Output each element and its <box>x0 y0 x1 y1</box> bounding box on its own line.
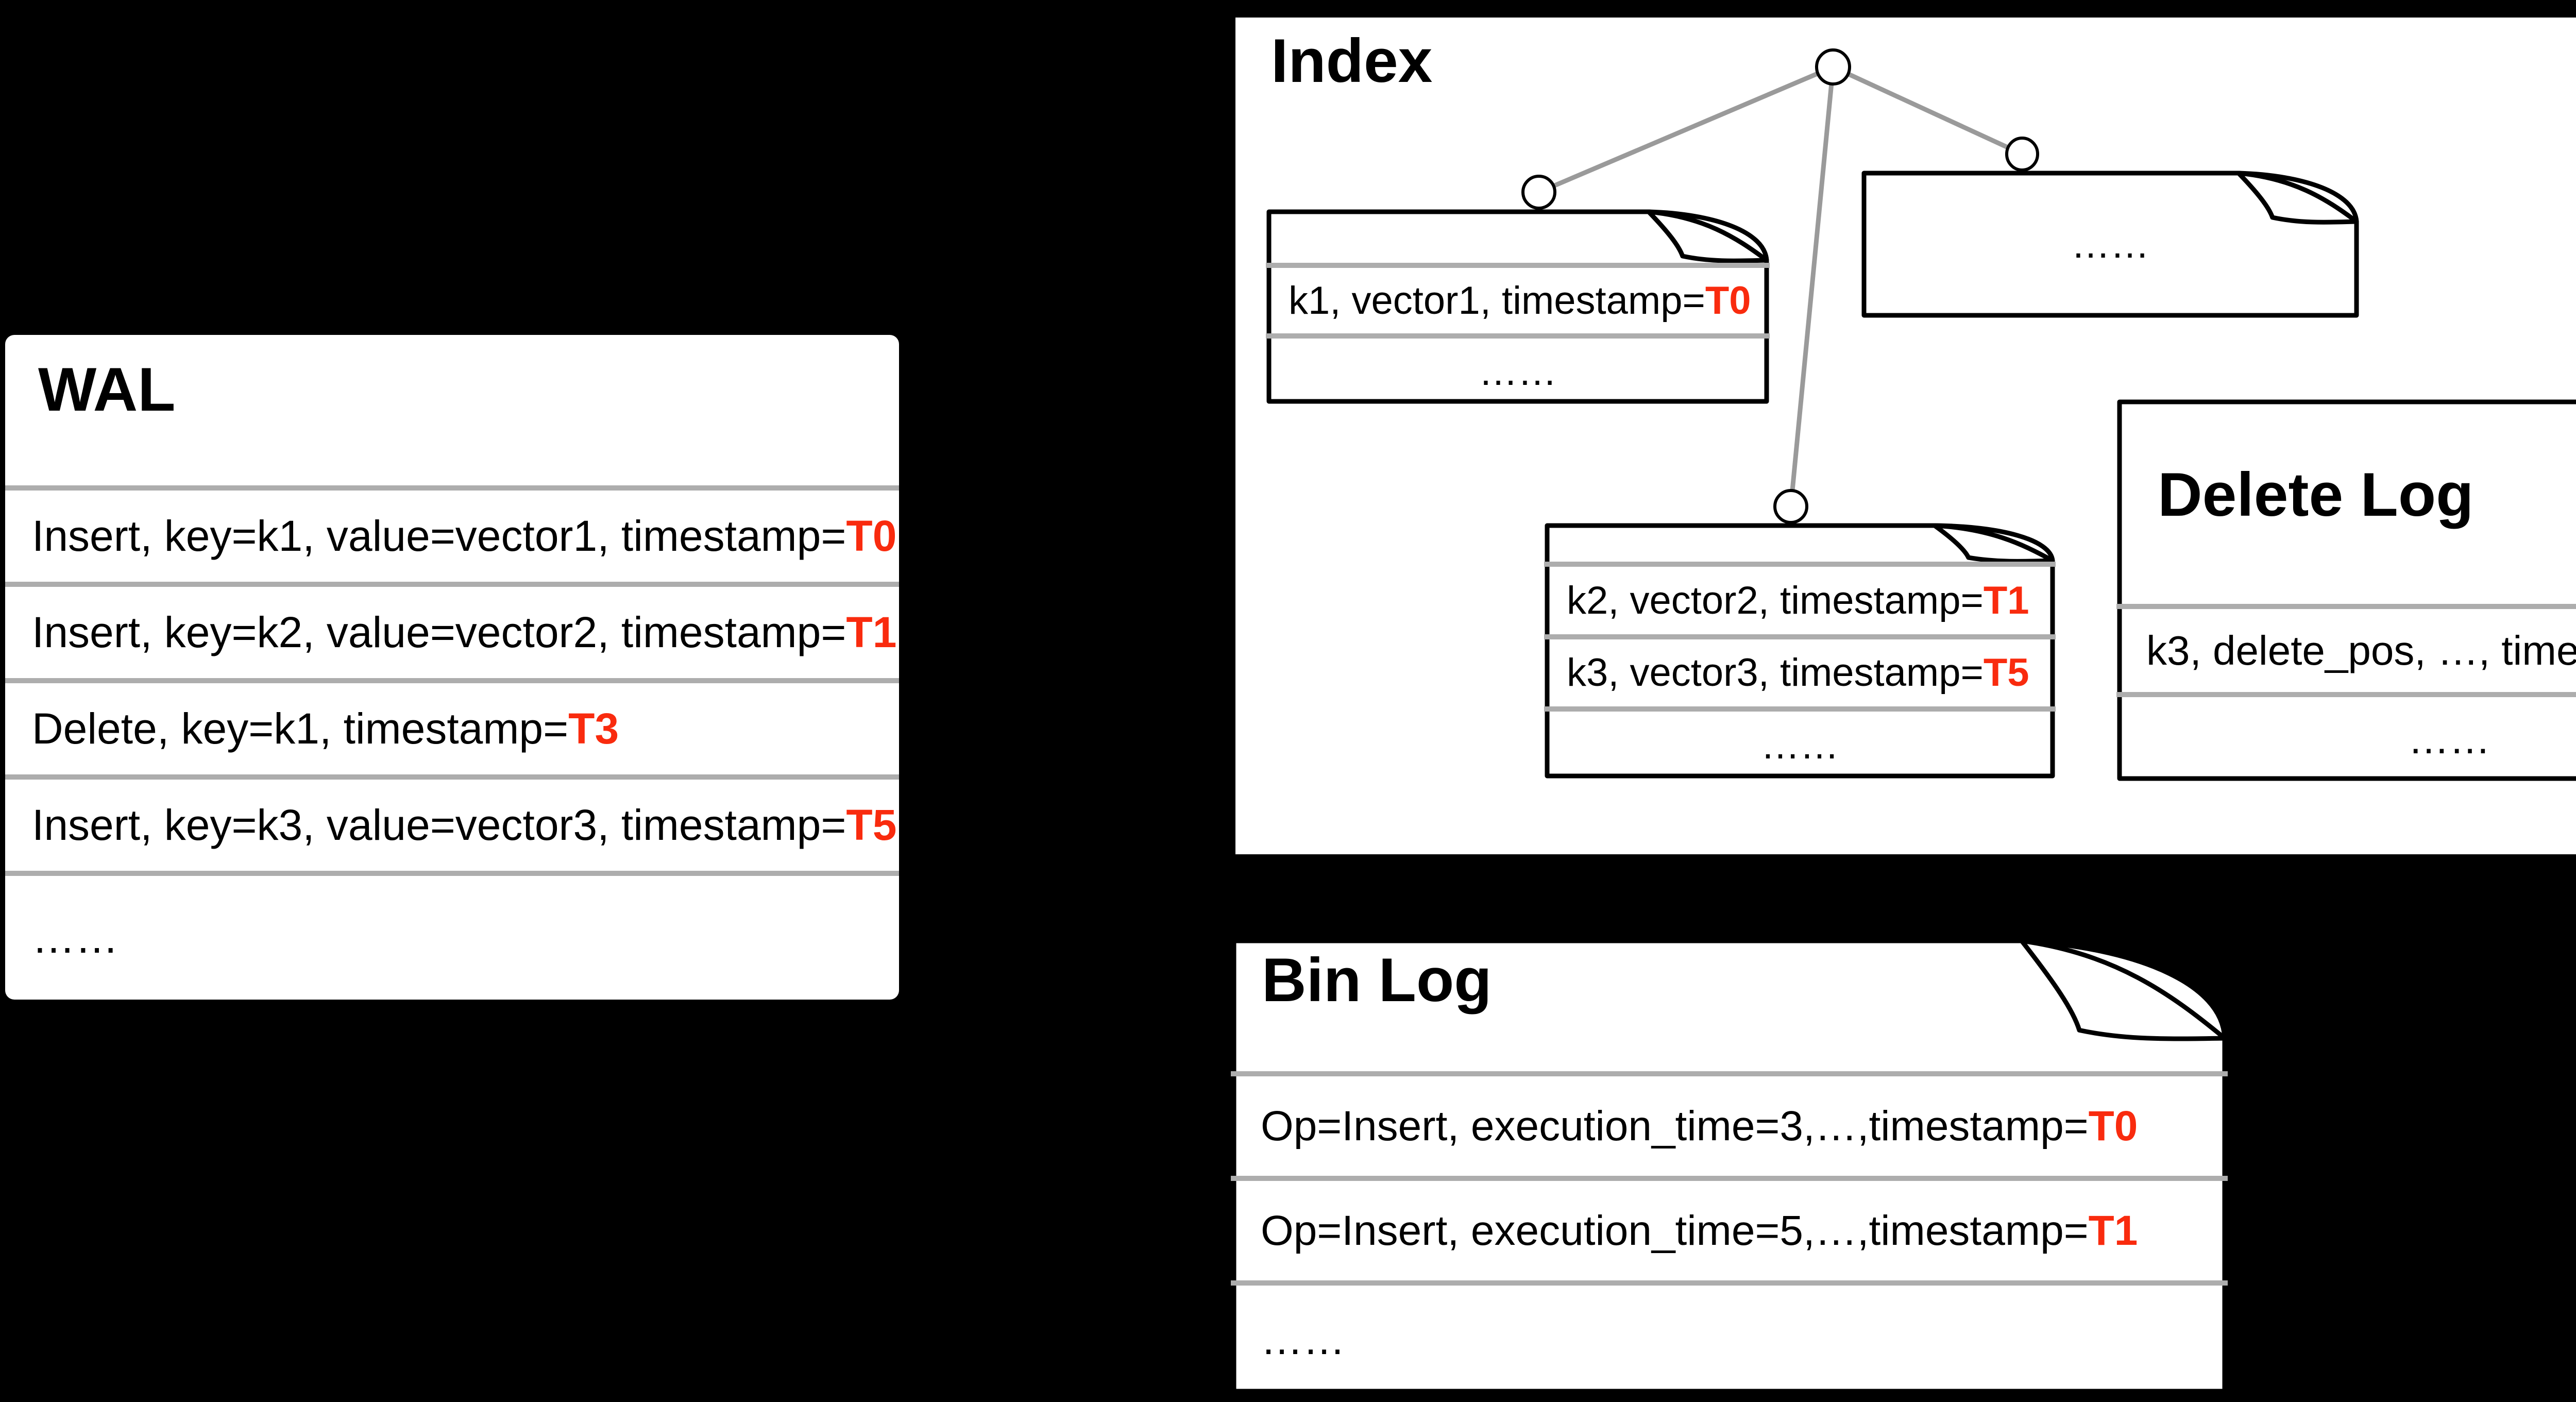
delete-log-title: Delete Log <box>2158 460 2474 529</box>
bin-log-row: Op=Insert, execution_time=5,…,timestamp=… <box>1231 1176 2228 1280</box>
document-page-icon <box>1266 209 1769 404</box>
bin-log-box: Bin Log Op=Insert, execution_time=3,…,ti… <box>1231 938 2228 1394</box>
index-title: Index <box>1271 26 1433 95</box>
wal-log-row: Delete, key=k1, timestamp=T3 <box>5 678 899 774</box>
row-timestamp: T0 <box>846 512 897 560</box>
row-timestamp: T1 <box>2088 1207 2138 1254</box>
bin-log-row: …… <box>1231 1280 2228 1394</box>
delete-log-box: Delete Log k3, delete_pos, …, timestamp=… <box>2116 399 2576 782</box>
row-text: …… <box>1479 349 1557 394</box>
index-segment-k2k3: k2, vector2, timestamp=T1 k3, vector3, t… <box>1544 522 2056 779</box>
segment-row: k2, vector2, timestamp=T1 <box>1544 561 2056 634</box>
wal-box: WAL Insert, key=k1, value=vector1, times… <box>5 335 899 1000</box>
document-page-icon <box>2117 399 2576 781</box>
row-timestamp: T1 <box>846 608 897 656</box>
wal-log-row: Insert, key=k1, value=vector1, timestamp… <box>5 485 899 582</box>
row-timestamp: T3 <box>568 704 619 753</box>
document-page-icon <box>1545 523 2055 779</box>
segment-row: …… <box>1266 333 1770 404</box>
row-timestamp: T1 <box>1983 578 2029 622</box>
segment-rows: k1, vector1, timestamp=T0 …… <box>1266 262 1770 404</box>
index-segment-k1: k1, vector1, timestamp=T0 …… <box>1266 209 1770 404</box>
row-text: …… <box>1261 1316 1345 1363</box>
bin-log-rows: Op=Insert, execution_time=3,…,timestamp=… <box>1231 1071 2228 1394</box>
row-text: k3, delete_pos, …, timestamp= <box>2146 627 2576 673</box>
document-page-icon <box>1231 938 2227 1394</box>
row-text: …… <box>32 913 118 962</box>
segment-row: k1, vector1, timestamp=T0 <box>1266 262 1770 334</box>
segment-row: …… <box>1861 170 2360 318</box>
row-text: …… <box>1760 723 1839 768</box>
row-text: Op=Insert, execution_time=3,…,timestamp= <box>1261 1102 2089 1150</box>
row-text: k1, vector1, timestamp= <box>1289 279 1705 323</box>
delete-log-rows: k3, delete_pos, …, timestamp=T3 …… <box>2116 604 2576 782</box>
wal-header: WAL <box>5 335 899 485</box>
row-text: Insert, key=k1, value=vector1, timestamp… <box>32 512 846 560</box>
row-text: Insert, key=k3, value=vector3, timestamp… <box>32 801 846 849</box>
segment-row: …… <box>1544 706 2056 779</box>
index-segment-other: …… <box>1861 170 2360 318</box>
segment-header <box>1544 522 2056 562</box>
row-text: …… <box>2408 716 2490 762</box>
wal-rows: Insert, key=k1, value=vector1, timestamp… <box>5 485 899 1000</box>
segment-rows: k2, vector2, timestamp=T1 k3, vector3, t… <box>1544 561 2056 779</box>
row-text: Insert, key=k2, value=vector2, timestamp… <box>32 608 846 656</box>
document-page-icon <box>1861 171 2359 318</box>
delete-log-row: k3, delete_pos, …, timestamp=T3 <box>2116 604 2576 692</box>
bin-log-title: Bin Log <box>1262 945 1492 1015</box>
row-timestamp: T0 <box>2088 1102 2138 1150</box>
segment-row: k3, vector3, timestamp=T5 <box>1544 634 2056 707</box>
wal-log-row: Insert, key=k2, value=vector2, timestamp… <box>5 582 899 678</box>
bin-log-header: Bin Log <box>1231 938 2228 1071</box>
row-text: Delete, key=k1, timestamp= <box>32 704 569 753</box>
segment-rows: …… <box>1861 170 2360 318</box>
row-timestamp: T5 <box>846 801 897 849</box>
row-timestamp: T5 <box>1983 651 2029 695</box>
row-text: …… <box>2071 222 2149 266</box>
bin-log-row: Op=Insert, execution_time=3,…,timestamp=… <box>1231 1071 2228 1176</box>
row-text: k2, vector2, timestamp= <box>1567 578 1984 622</box>
segment-header <box>1266 209 1770 263</box>
wal-log-row: …… <box>5 871 899 1000</box>
wal-title: WAL <box>38 355 176 424</box>
row-timestamp: T0 <box>1705 279 1751 323</box>
delete-log-row: …… <box>2116 692 2576 782</box>
row-text: Op=Insert, execution_time=5,…,timestamp= <box>1261 1207 2089 1254</box>
wal-log-row: Insert, key=k3, value=vector3, timestamp… <box>5 774 899 871</box>
row-text: k3, vector3, timestamp= <box>1567 651 1984 695</box>
delete-log-header: Delete Log <box>2116 399 2576 604</box>
